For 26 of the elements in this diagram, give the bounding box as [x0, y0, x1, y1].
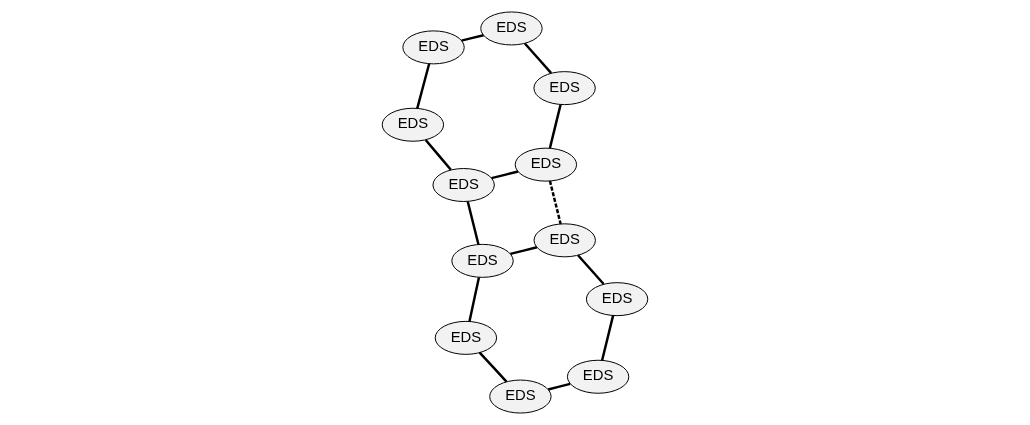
node-ellipse: EDS: [434, 320, 498, 355]
connector: [547, 382, 571, 391]
connector: [468, 277, 481, 322]
connector: [577, 254, 605, 285]
node-ellipse: EDS: [533, 71, 596, 106]
node-ellipse: EDS: [451, 243, 514, 278]
node-ellipse: EDS: [533, 223, 596, 258]
node-ellipse: EDS: [514, 147, 578, 182]
connector: [523, 42, 553, 74]
node-ellipse: EDS: [585, 282, 649, 317]
connector: [466, 201, 480, 245]
node-ellipse: EDS: [402, 30, 465, 65]
connector: [600, 315, 615, 361]
connector: [478, 351, 508, 383]
connector: [548, 104, 562, 149]
node-ellipse: EDS: [566, 359, 630, 394]
connector: [461, 34, 484, 42]
connector: [510, 246, 538, 256]
connector: [416, 63, 431, 109]
node-ellipse: EDS: [480, 11, 543, 46]
node-ellipse: EDS: [381, 107, 445, 142]
connector: [424, 139, 452, 171]
connector: [548, 180, 562, 225]
node-ellipse: EDS: [489, 379, 552, 414]
node-ellipse: EDS: [432, 168, 495, 202]
connector: [491, 170, 519, 180]
